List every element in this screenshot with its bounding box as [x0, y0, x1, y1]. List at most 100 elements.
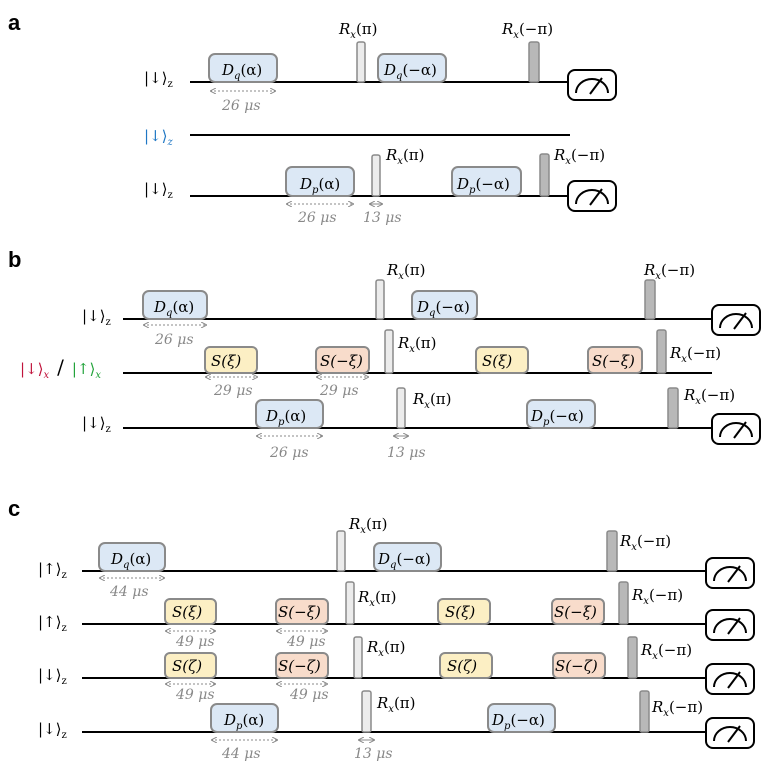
- panel-c-time-6: 44 μs: [221, 746, 261, 762]
- panel-a-letter: a: [8, 10, 21, 35]
- panel-c-qubit4-label: |↓⟩z: [38, 720, 67, 741]
- panel-c-dq-pos-label: Dq(α): [110, 550, 151, 571]
- panel-c-dp-neg-label: Dp(−α): [491, 711, 545, 732]
- panel-c-s-xi-neg-gate-1: [275, 598, 329, 625]
- panel-c-s-xi-neg-gate-2: [551, 598, 605, 625]
- panel-c-measurement-meter-icon-3: [705, 663, 755, 695]
- panel-c-s-zeta-neg-label-2: S(−ζ): [555, 657, 598, 675]
- panel-c-rx-pi-label-3: Rx(π): [366, 638, 406, 659]
- panel-c-dq-pos-gate: [98, 542, 166, 572]
- panel-b-s-pos-label-1: S(ξ): [211, 352, 241, 370]
- panel-c-time-1: 44 μs: [109, 584, 149, 600]
- panel-c-rx-mpi-pulse-4: [639, 690, 650, 733]
- panel-b-s-neg-label-2: S(−ξ): [592, 352, 635, 370]
- panel-b-measurement-meter-icon-1: [711, 304, 761, 336]
- panel-a-dp-pos-gate: [285, 166, 355, 197]
- panel-c-rx-pi-pulse-1: [336, 530, 346, 572]
- panel-b-rx-pi-label-3: Rx(π): [412, 390, 452, 411]
- panel-c-dp-pos-label: Dp(α): [223, 711, 264, 732]
- panel-b-rx-mpi-label-3: Rx(−π): [683, 386, 735, 407]
- panel-c-time-3: 49 μs: [286, 634, 326, 650]
- panel-b-dp-pos-gate: [255, 399, 324, 429]
- panel-c-time-7: 13 μs: [354, 746, 393, 762]
- panel-c-rx-pi-label-1: Rx(π): [348, 515, 388, 536]
- panel-c-s-xi-neg-label-2: S(−ξ): [554, 603, 597, 621]
- panel-b-rx-pi-pulse-3: [396, 387, 406, 429]
- panel-b-rx-pi-pulse-1: [375, 279, 385, 320]
- panel-b-s-pos-label-2: S(ξ): [482, 352, 512, 370]
- panel-b-s-neg-gate-1: [315, 346, 370, 374]
- panel-b-rx-pi-label-2: Rx(π): [397, 334, 437, 355]
- panel-b-s-neg-gate-2: [587, 346, 643, 374]
- panel-c-measurement-meter-icon-4: [705, 717, 755, 749]
- panel-b-rx-pi-label-1: Rx(π): [386, 261, 426, 282]
- panel-c-qubit2-label: |↑⟩z: [38, 613, 67, 634]
- panel-c-measurement-meter-icon-1: [705, 557, 755, 589]
- panel-c-rx-pi-pulse-2: [345, 581, 355, 625]
- panel-c-time-4: 49 μs: [175, 687, 215, 703]
- panel-a-rx-mpi-pulse-2: [539, 153, 550, 197]
- panel-b-rx-pi-pulse-2: [384, 329, 394, 374]
- panel-c-rx-mpi-label-3: Rx(−π): [640, 641, 692, 662]
- panel-a-rx-pi-label-2: Rx(π): [385, 146, 425, 167]
- panel-b-dp-pos-label: Dp(α): [265, 407, 306, 428]
- panel-a-dq-neg-gate: [377, 53, 447, 83]
- panel-b-dq-neg-label: Dq(−α): [416, 298, 470, 319]
- panel-b-dq-pos-gate: [142, 290, 208, 320]
- panel-c-s-zeta-neg-gate-1: [275, 652, 329, 679]
- panel-b-time-2: 29 μs: [213, 383, 253, 399]
- panel-c-s-zeta-neg-label-1: S(−ζ): [278, 657, 321, 675]
- panel-b-time-3: 29 μs: [319, 383, 359, 399]
- panel-b-time-1: 26 μs: [154, 332, 194, 348]
- panel-a-measurement-meter-icon-2: [567, 180, 617, 212]
- panel-c-dq-neg-gate: [373, 542, 442, 572]
- panel-a-dp-neg-label: Dp(−α): [456, 175, 510, 196]
- panel-b-letter: b: [8, 247, 21, 272]
- panel-a-measurement-meter-icon-1: [567, 69, 617, 101]
- panel-a-qubit3-label: |↓⟩z: [144, 180, 173, 201]
- panel-c-dp-neg-gate: [487, 703, 556, 733]
- panel-a-rx-pi-pulse-1: [356, 41, 366, 83]
- panel-a-rx-pi-label-1: Rx(π): [338, 20, 378, 41]
- panel-b-dp-neg-label: Dp(−α): [530, 407, 584, 428]
- panel-b-time-4: 26 μs: [269, 445, 309, 461]
- panel-a-rx-mpi-label-2: Rx(−π): [553, 146, 605, 167]
- panel-b-s-pos-gate-1: [204, 346, 258, 374]
- panel-c-rx-pi-label-2: Rx(π): [357, 588, 397, 609]
- panel-c-s-xi-neg-label-1: S(−ξ): [278, 603, 321, 621]
- panel-c-rx-pi-label-4: Rx(π): [376, 694, 416, 715]
- panel-c-rx-mpi-label-1: Rx(−π): [619, 532, 671, 553]
- panel-a-rx-pi-pulse-2: [371, 154, 381, 197]
- panel-c-qubit3-label: |↓⟩z: [38, 666, 67, 687]
- panel-c-rx-pi-pulse-4: [361, 690, 372, 733]
- panel-c-time-2: 49 μs: [175, 634, 215, 650]
- panel-b-s-neg-label-1: S(−ξ): [320, 352, 363, 370]
- panel-c-s-zeta-pos-gate-1: [164, 652, 217, 679]
- panel-a-time-2: 26 μs: [297, 210, 337, 226]
- panel-c-rx-mpi-label-2: Rx(−π): [631, 586, 683, 607]
- panel-c-s-xi-pos-label-1: S(ξ): [172, 603, 202, 621]
- panel-c-s-zeta-neg-gate-2: [552, 652, 606, 679]
- panel-c-dp-pos-gate: [210, 703, 279, 733]
- panel-b-qubit3-label: |↓⟩z: [82, 414, 111, 435]
- panel-b-dp-neg-gate: [526, 399, 596, 429]
- panel-b-dq-neg-gate: [411, 290, 478, 320]
- panel-c-measurement-meter-icon-2: [705, 609, 755, 641]
- panel-a-qubit1-label: |↓⟩z: [144, 69, 173, 90]
- panel-b-s-pos-gate-2: [475, 346, 529, 374]
- panel-b-time-5: 13 μs: [387, 445, 426, 461]
- panel-c-rx-pi-pulse-3: [353, 636, 363, 679]
- panel-b-rx-mpi-pulse-3: [667, 387, 679, 429]
- panel-a-dp-pos-label: Dp(α): [299, 175, 340, 196]
- panel-a-dp-neg-gate: [451, 166, 522, 197]
- panel-c-qubit1-label: |↑⟩z: [38, 560, 67, 581]
- panel-a-time-1: 26 μs: [221, 98, 261, 114]
- panel-b-measurement-meter-icon-2: [711, 413, 761, 445]
- panel-b-qubit1-label: |↓⟩z: [82, 307, 111, 328]
- panel-c-rx-mpi-pulse-1: [606, 530, 618, 572]
- panel-c-s-zeta-pos-gate-2: [439, 652, 493, 679]
- panel-c-s-xi-pos-gate-2: [437, 598, 491, 625]
- panel-c-s-xi-pos-gate-1: [164, 598, 217, 625]
- panel-c-dq-neg-label: Dq(−α): [377, 550, 431, 571]
- panel-a-time-3: 13 μs: [363, 210, 402, 226]
